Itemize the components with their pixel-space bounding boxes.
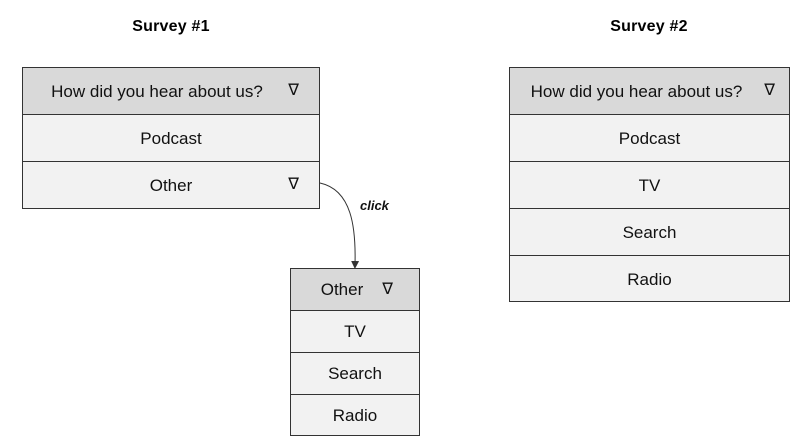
survey1-sub-dropdown-header[interactable]: Other ∇: [291, 269, 419, 311]
survey2-option-search[interactable]: Search: [510, 209, 789, 256]
triangle-down-icon: ∇: [288, 176, 299, 193]
triangle-down-icon: ∇: [382, 281, 393, 298]
survey1-sub-option-label: Radio: [332, 406, 378, 425]
survey1-sub-option-radio[interactable]: Radio: [291, 395, 419, 435]
survey2-option-podcast[interactable]: Podcast: [510, 115, 789, 162]
survey2-option-label: TV: [638, 176, 661, 195]
survey2-option-tv[interactable]: TV: [510, 162, 789, 209]
survey2-option-radio[interactable]: Radio: [510, 256, 789, 301]
survey1-option-label: Other: [149, 176, 193, 195]
survey2-option-label: Podcast: [618, 129, 681, 148]
survey1-dropdown-header-label: How did you hear about us?: [51, 82, 263, 101]
survey1-sub-dropdown-header-label: Other: [320, 280, 364, 299]
connector-arrow: [319, 182, 360, 269]
survey1-option-podcast[interactable]: Podcast: [23, 115, 319, 162]
survey1-dropdown[interactable]: How did you hear about us? ∇ Podcast Oth…: [22, 67, 320, 209]
triangle-down-icon: ∇: [288, 82, 299, 99]
survey2-title: Survey #2: [610, 18, 688, 35]
survey1-sub-option-label: TV: [344, 322, 366, 341]
survey2-dropdown[interactable]: How did you hear about us? ∇ Podcast TV …: [509, 67, 790, 302]
survey1-option-other[interactable]: Other ∇: [23, 162, 319, 208]
survey2-option-label: Radio: [627, 270, 672, 289]
survey1-dropdown-header[interactable]: How did you hear about us? ∇: [23, 68, 319, 115]
survey1-option-label: Podcast: [140, 129, 202, 148]
survey1-sub-option-tv[interactable]: TV: [291, 311, 419, 353]
survey1-sub-option-label: Search: [328, 364, 382, 383]
survey2-dropdown-header[interactable]: How did you hear about us? ∇: [510, 68, 789, 115]
survey2-option-label: Search: [622, 223, 677, 242]
survey1-title: Survey #1: [132, 18, 210, 35]
survey2-dropdown-header-label: How did you hear about us?: [530, 82, 743, 101]
survey1-sub-dropdown[interactable]: Other ∇ TV Search Radio: [290, 268, 420, 436]
click-label: click: [360, 198, 389, 213]
survey1-sub-option-search[interactable]: Search: [291, 353, 419, 395]
triangle-down-icon: ∇: [764, 82, 775, 99]
